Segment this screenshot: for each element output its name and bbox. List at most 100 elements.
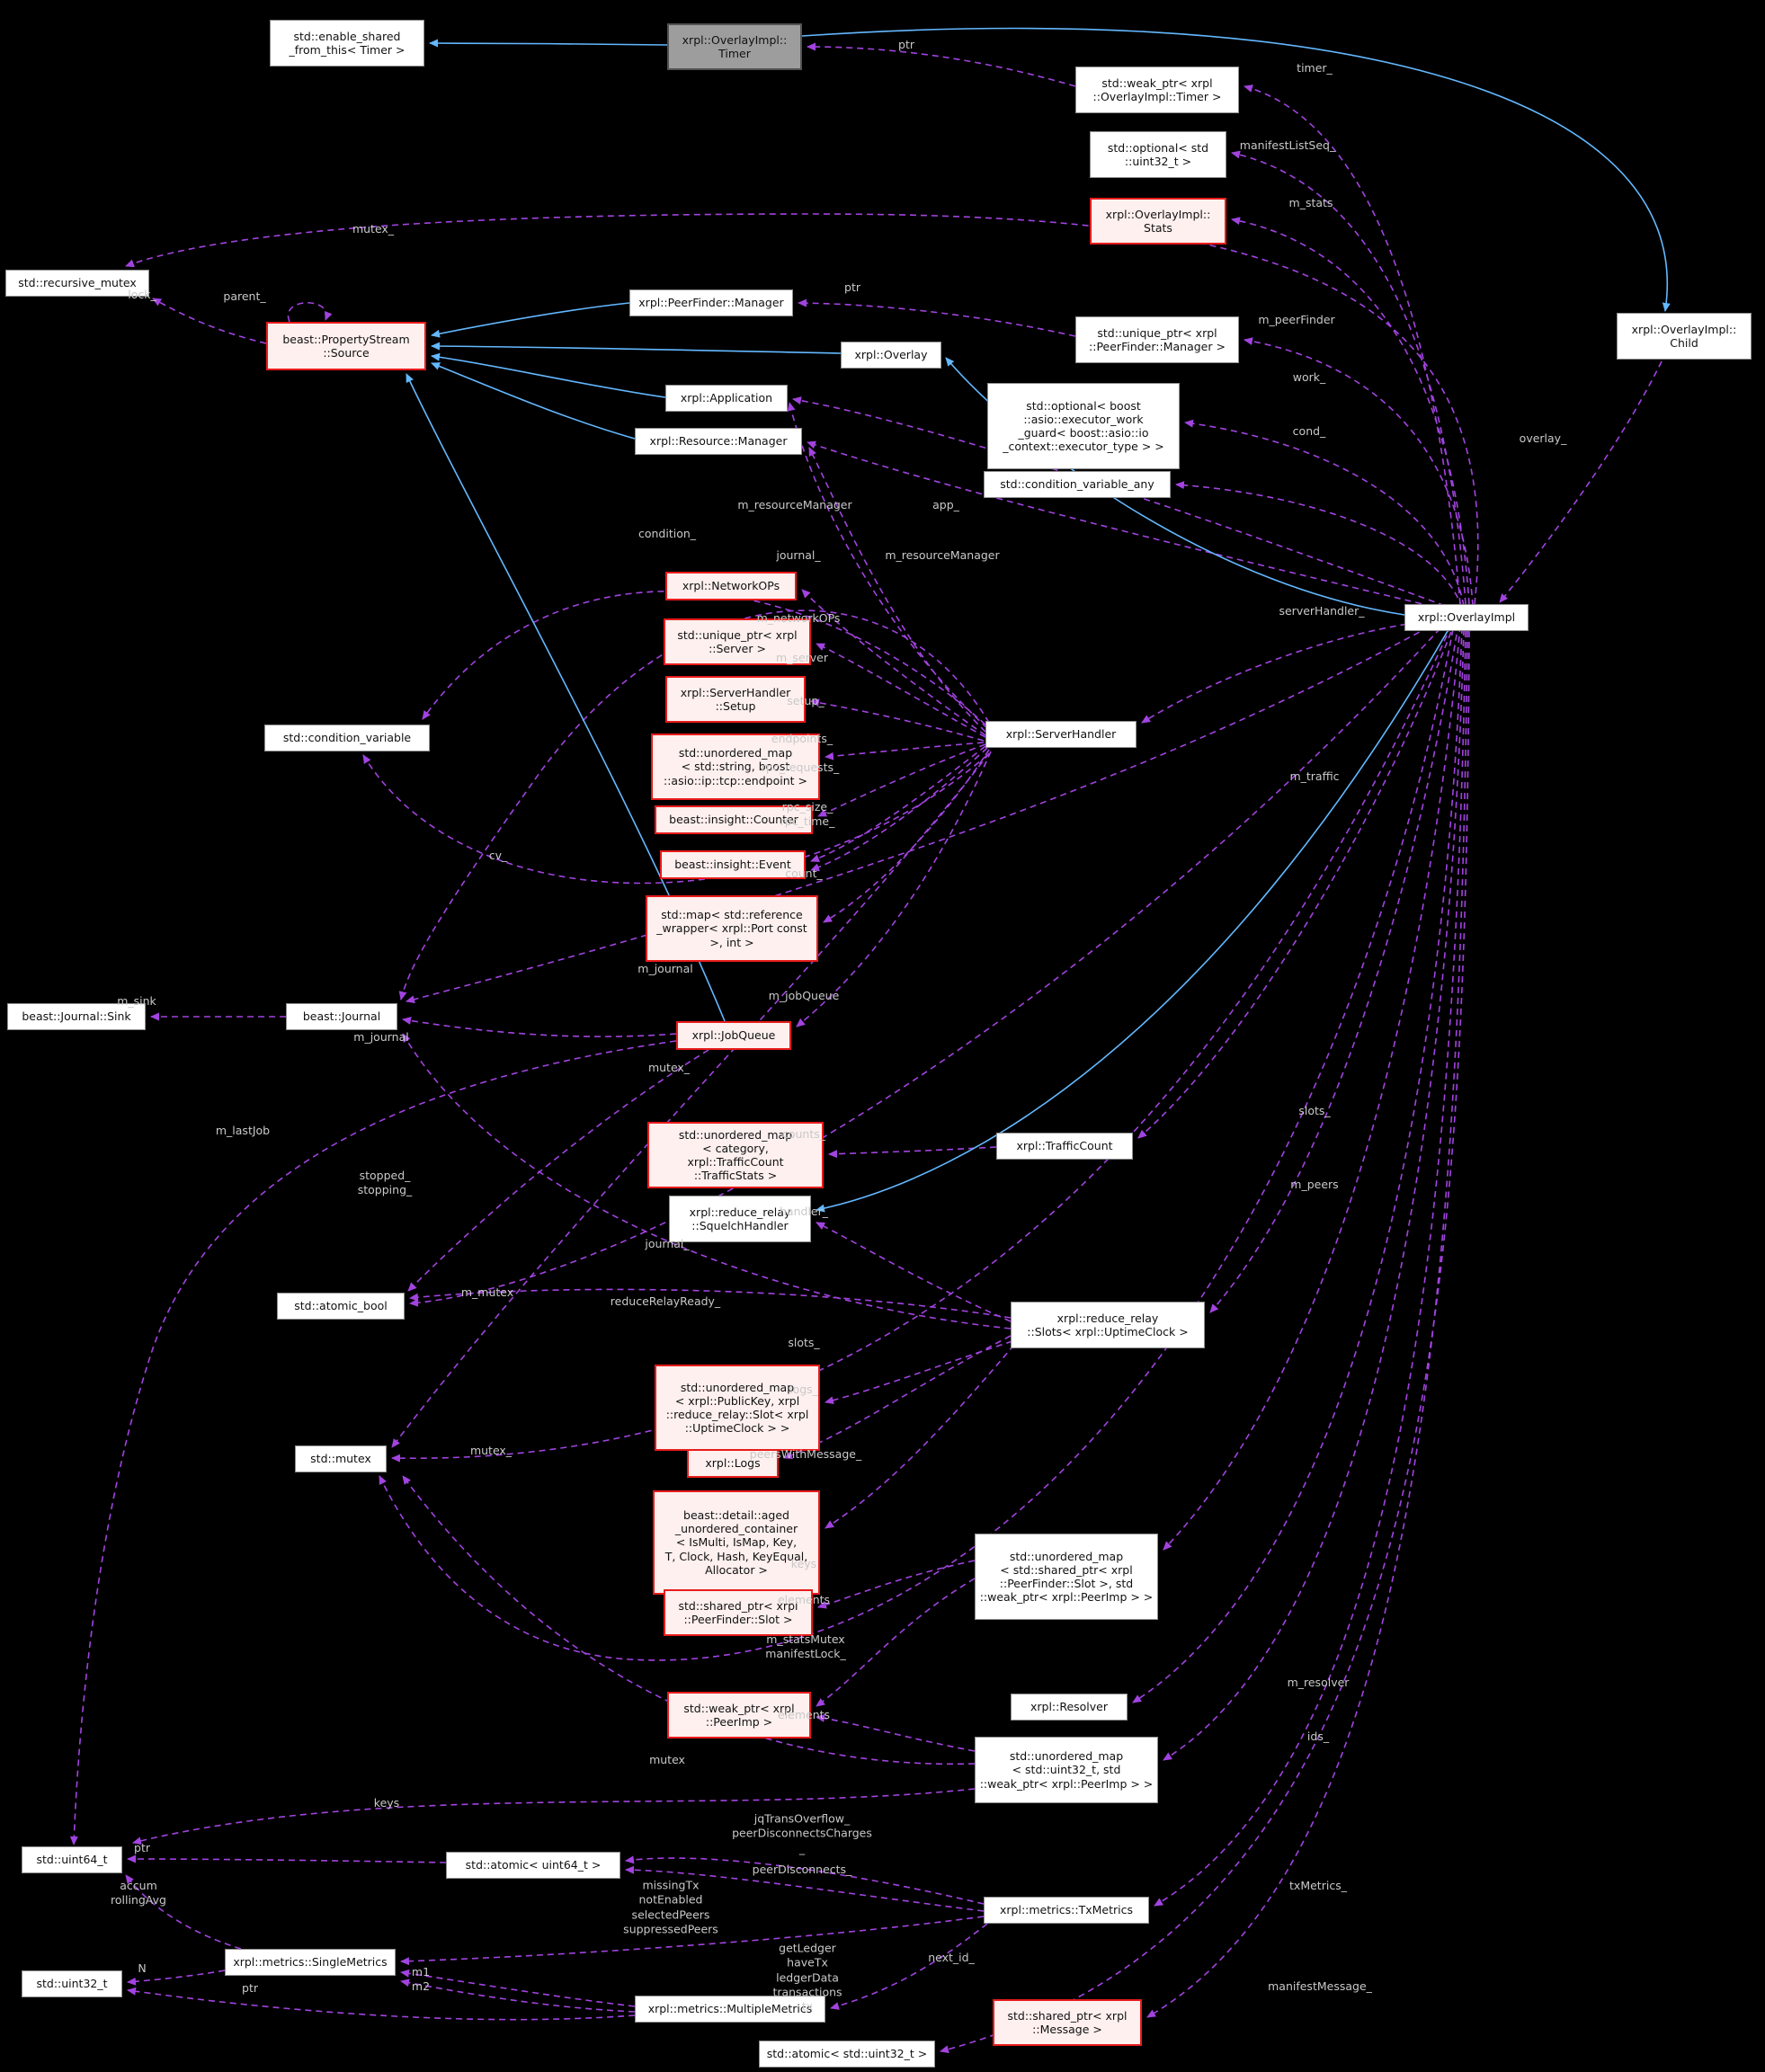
node-insight-counter[interactable]: beast::insight::Counter	[655, 805, 813, 834]
member-edge	[287, 302, 333, 323]
node-weak-ptr-peerimp[interactable]: std::weak_ptr< xrpl::PeerImp >	[667, 1692, 811, 1739]
node-label: ::weak_ptr< xrpl::PeerImp > >	[979, 1776, 1154, 1791]
node-label: xrpl::JobQueue	[691, 1028, 776, 1043]
node-weak-ptr-timer[interactable]: std::weak_ptr< xrpl::OverlayImpl::Timer …	[1075, 67, 1239, 113]
member-edge	[807, 42, 1076, 87]
node-unordered-map-uint32-peerimp[interactable]: std::unordered_map< std::uint32_t, std::…	[975, 1737, 1158, 1803]
node-txmetrics[interactable]: xrpl::metrics::TxMetrics	[984, 1897, 1149, 1924]
member-edge	[787, 402, 988, 729]
node-label: xrpl::Application	[680, 391, 773, 405]
node-uint32[interactable]: std::uint32_t	[22, 1970, 122, 1997]
node-unordered-map-traffic[interactable]: std::unordered_map< category, xrpl::Traf…	[647, 1122, 824, 1188]
node-squelchhandler[interactable]: xrpl::reduce_relay::SquelchHandler	[669, 1196, 811, 1242]
node-label: ::Setup	[715, 699, 756, 713]
node-atomic-uint64[interactable]: std::atomic< uint64_t >	[446, 1852, 620, 1879]
inheritance-edge	[431, 352, 666, 398]
node-label: < category, xrpl::TrafficCount	[687, 1141, 784, 1169]
node-journal-sink[interactable]: beast::Journal::Sink	[7, 1003, 146, 1030]
node-trafficcount[interactable]: xrpl::TrafficCount	[996, 1133, 1133, 1160]
node-label: std::unique_ptr< xrpl	[677, 627, 798, 642]
node-enable-shared-from-this[interactable]: std::enable_shared_from_this< Timer >	[270, 20, 424, 67]
node-shared-ptr-message[interactable]: std::shared_ptr< xrpl::Message >	[993, 1999, 1142, 2046]
member-edge	[816, 1578, 976, 1707]
node-serverhandler[interactable]: xrpl::ServerHandler	[985, 721, 1137, 748]
node-label: ::PeerFinder::Manager >	[1089, 340, 1226, 353]
node-label: ::Source	[323, 346, 370, 360]
node-label: xrpl::OverlayImpl::	[682, 32, 788, 47]
member-edge	[808, 447, 986, 733]
node-propertystream-source[interactable]: beast::PropertyStream::Source	[266, 322, 426, 370]
node-label: xrpl::Overlay	[854, 348, 928, 362]
node-atomic-bool[interactable]: std::atomic_bool	[277, 1293, 405, 1320]
node-map-port-int[interactable]: std::map< std::reference_wrapper< xrpl::…	[646, 895, 818, 962]
node-unordered-map-slot-peerimp[interactable]: std::unordered_map< std::shared_ptr< xrp…	[975, 1534, 1158, 1620]
node-peerfinder-manager[interactable]: xrpl::PeerFinder::Manager	[629, 289, 793, 316]
member-edge	[69, 1040, 677, 1845]
node-application[interactable]: xrpl::Application	[665, 385, 788, 412]
node-unique-ptr-peerfinder[interactable]: std::unique_ptr< xrpl::PeerFinder::Manag…	[1075, 316, 1239, 363]
node-label: _guard< boost::asio::io	[1018, 426, 1149, 440]
node-recursive-mutex[interactable]: std::recursive_mutex	[5, 270, 149, 297]
member-edge	[1154, 630, 1466, 1907]
node-optional-uint32[interactable]: std::optional< std::uint32_t >	[1090, 131, 1226, 178]
member-edge	[1499, 360, 1662, 603]
node-overlayimpl-timer[interactable]: xrpl::OverlayImpl::Timer	[667, 23, 802, 70]
node-atomic-uint32[interactable]: std::atomic< std::uint32_t >	[759, 2041, 935, 2068]
node-reduce-relay-slots[interactable]: xrpl::reduce_relay::Slots< xrpl::UptimeC…	[1011, 1302, 1205, 1348]
member-edge	[1132, 627, 1463, 1703]
node-label: std::atomic< uint64_t >	[465, 1858, 602, 1872]
node-condition-variable-any[interactable]: std::condition_variable_any	[984, 471, 1171, 498]
node-label: std::unordered_map	[1009, 1749, 1124, 1764]
node-label: ::uint32_t >	[1124, 155, 1192, 168]
node-overlayimpl-child[interactable]: xrpl::OverlayImpl::Child	[1617, 313, 1752, 360]
node-label: xrpl::PeerFinder::Manager	[638, 296, 784, 310]
member-edge	[825, 1340, 1013, 1405]
node-label: < IsMulti, IsMap, Key,	[675, 1535, 798, 1550]
node-jobqueue[interactable]: xrpl::JobQueue	[676, 1021, 791, 1050]
node-label: std::unordered_map	[680, 1380, 795, 1394]
node-beast-journal[interactable]: beast::Journal	[286, 1003, 397, 1030]
node-label: _unordered_container	[674, 1522, 798, 1536]
node-unique-ptr-server[interactable]: std::unique_ptr< xrpl::Server >	[664, 618, 811, 665]
node-condition-variable[interactable]: std::condition_variable	[264, 725, 430, 751]
node-label: ::TrafficStats >	[693, 1169, 778, 1183]
node-label: >, int >	[709, 935, 754, 949]
member-edge	[400, 1916, 985, 1966]
node-label: xrpl::reduce_relay	[1056, 1311, 1159, 1325]
node-networkops[interactable]: xrpl::NetworkOPs	[665, 572, 797, 600]
node-label: std::unordered_map	[678, 746, 793, 760]
member-edge	[1231, 217, 1470, 605]
node-label: beast::PropertyStream	[282, 332, 410, 346]
node-logs[interactable]: xrpl::Logs	[687, 1449, 779, 1478]
node-resource-manager[interactable]: xrpl::Resource::Manager	[635, 428, 802, 455]
node-overlayimpl-stats[interactable]: xrpl::OverlayImpl::Stats	[1090, 198, 1226, 245]
node-multiple-metrics[interactable]: xrpl::metrics::MultipleMetrics	[635, 1996, 825, 2023]
member-edge	[1137, 621, 1456, 1139]
node-label: Child	[1670, 336, 1698, 350]
member-edge	[152, 298, 267, 344]
node-overlayimpl[interactable]: xrpl::OverlayImpl	[1404, 604, 1529, 631]
node-overlay[interactable]: xrpl::Overlay	[841, 342, 941, 369]
node-optional-work-guard[interactable]: std::optional< boost::asio::executor_wor…	[987, 383, 1180, 469]
node-label: beast::insight::Event	[674, 858, 791, 872]
node-std-mutex[interactable]: std::mutex	[295, 1445, 387, 1472]
node-label: < xrpl::PublicKey, xrpl	[674, 1393, 800, 1408]
member-edge	[816, 1713, 976, 1752]
node-label: std::weak_ptr< xrpl	[683, 1701, 795, 1715]
node-label: beast::Journal::Sink	[22, 1009, 131, 1024]
node-shared-ptr-slot[interactable]: std::shared_ptr< xrpl::PeerFinder::Slot …	[664, 1589, 813, 1636]
node-serverhandler-setup[interactable]: xrpl::ServerHandler::Setup	[665, 676, 806, 723]
member-edge	[1163, 625, 1461, 1551]
node-label: ::SquelchHandler	[691, 1219, 789, 1232]
node-resolver[interactable]: xrpl::Resolver	[1011, 1694, 1128, 1721]
node-uint64[interactable]: std::uint64_t	[22, 1846, 122, 1873]
node-label: std::weak_ptr< xrpl	[1101, 76, 1213, 90]
member-edge	[422, 591, 986, 725]
node-single-metrics[interactable]: xrpl::metrics::SingleMetrics	[225, 1949, 396, 1976]
node-unordered-map-endpoints[interactable]: std::unordered_map< std::string, boost::…	[651, 734, 820, 800]
node-aged-unordered-container[interactable]: beast::detail::aged_unordered_container<…	[653, 1490, 820, 1595]
node-insight-event[interactable]: beast::insight::Event	[660, 850, 806, 879]
member-edge	[1163, 628, 1465, 1761]
member-edge	[828, 1146, 997, 1159]
node-unordered-map-pubkey[interactable]: std::unordered_map< xrpl::PublicKey, xrp…	[655, 1365, 820, 1451]
